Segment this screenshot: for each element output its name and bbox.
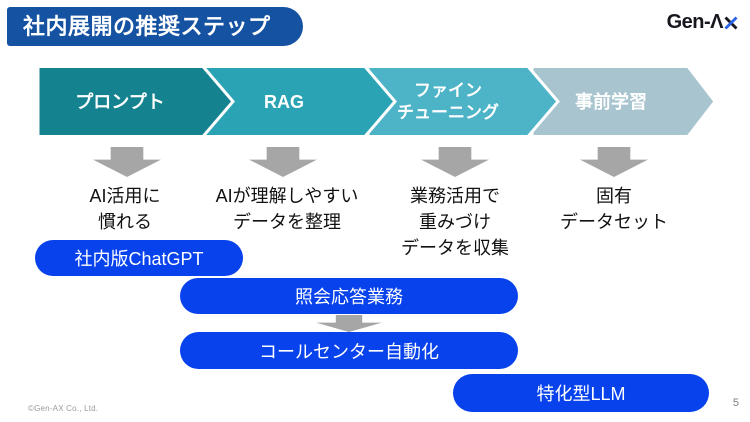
note-line: 重みづけ <box>419 212 491 232</box>
page-title: 社内展開の推奨ステップ <box>7 7 303 46</box>
down-arrow-icon <box>316 315 382 332</box>
step-note-rag: AIが理解しやすい データを整理 <box>192 183 382 235</box>
note-line: データを整理 <box>233 212 341 232</box>
gen-ax-logo: Gen-Λ <box>667 11 740 34</box>
step-note-pretraining: 固有 データセット <box>519 183 709 235</box>
step-note-prompt: AI活用に 慣れる <box>30 183 220 235</box>
down-arrow-icon <box>421 147 489 177</box>
chevron-shapes <box>36 65 717 138</box>
note-line: AI活用に <box>89 186 161 206</box>
page-number: 5 <box>732 397 739 409</box>
note-line: AIが理解しやすい <box>215 186 359 206</box>
note-line: データを収集 <box>401 238 509 258</box>
logo-x-icon <box>724 16 738 29</box>
footer-copyright: ©Gen-AX Co., Ltd. <box>28 404 99 413</box>
process-chevron-row <box>36 65 717 138</box>
pill-specialized-llm: 特化型LLM <box>453 374 709 412</box>
chevron-step-1 <box>36 65 235 138</box>
note-line: 慣れる <box>98 212 152 232</box>
pill-callcenter-automation: コールセンター自動化 <box>180 332 518 369</box>
note-line: 業務活用で <box>410 186 500 206</box>
pill-internal-chatgpt: 社内版ChatGPT <box>35 240 243 276</box>
logo-text: Gen-Λ <box>666 11 724 33</box>
down-arrow-icon <box>249 147 317 177</box>
pill-inquiry-response: 照会応答業務 <box>180 278 518 314</box>
note-line: データセット <box>560 212 668 232</box>
down-arrow-icon <box>93 147 161 177</box>
step-note-finetuning: 業務活用で 重みづけ データを収集 <box>360 183 550 261</box>
note-line: 固有 <box>596 186 632 206</box>
down-arrow-icon <box>580 147 648 177</box>
